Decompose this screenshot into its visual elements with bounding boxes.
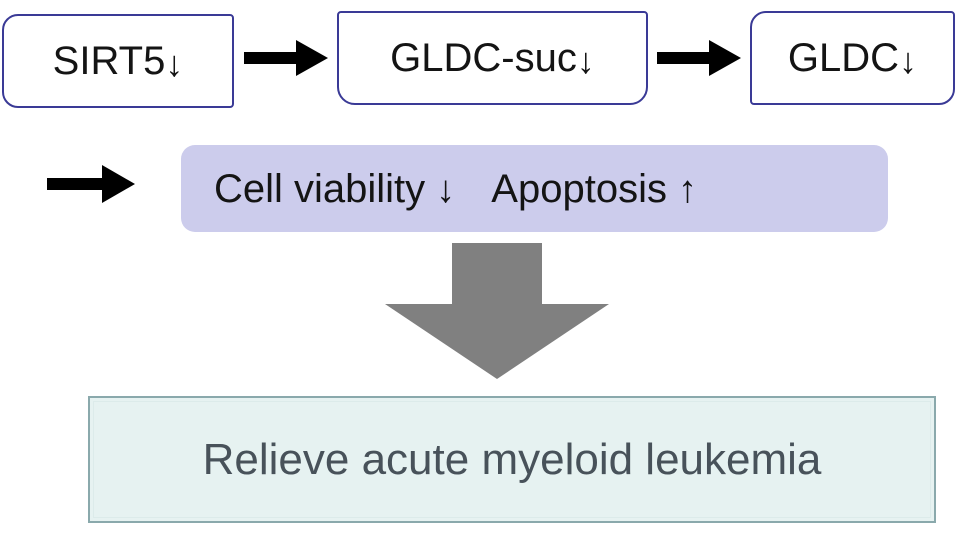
outcome-apoptosis-text: Apoptosis xyxy=(491,166,667,211)
down-arrow-icon: ↓ xyxy=(899,39,918,81)
arrow-right-icon xyxy=(244,38,328,83)
node-sirt5-label: SIRT5↓ xyxy=(53,41,184,82)
outcome-bar: Cell viability ↓ Apoptosis ↑ xyxy=(181,145,888,232)
node-gldc-suc-label: GLDC-suc↓ xyxy=(390,38,595,79)
node-sirt5-text: SIRT5 xyxy=(52,38,166,83)
conclusion-panel: Relieve acute myeloid leukemia xyxy=(88,396,936,523)
down-arrow-icon: ↓ xyxy=(576,39,595,81)
conclusion-text: Relieve acute myeloid leukemia xyxy=(202,434,822,484)
up-arrow-icon: ↑ xyxy=(678,168,698,211)
outcome-cell-viability-text: Cell viability xyxy=(214,166,426,211)
node-gldc-text: GLDC xyxy=(787,35,900,80)
arrow-right-icon xyxy=(657,38,741,83)
arrow-right-icon xyxy=(47,162,135,211)
node-gldc: GLDC↓ xyxy=(750,11,955,105)
node-gldc-suc-text: GLDC-suc xyxy=(390,35,577,80)
down-arrow-icon: ↓ xyxy=(165,42,184,84)
arrow-down-thick-icon xyxy=(385,243,609,379)
outcome-bar-label: Cell viability ↓ Apoptosis ↑ xyxy=(214,169,697,209)
node-sirt5: SIRT5↓ xyxy=(2,14,234,108)
down-arrow-icon: ↓ xyxy=(436,168,456,211)
node-gldc-label: GLDC↓ xyxy=(788,38,917,79)
node-gldc-suc: GLDC-suc↓ xyxy=(337,11,648,105)
